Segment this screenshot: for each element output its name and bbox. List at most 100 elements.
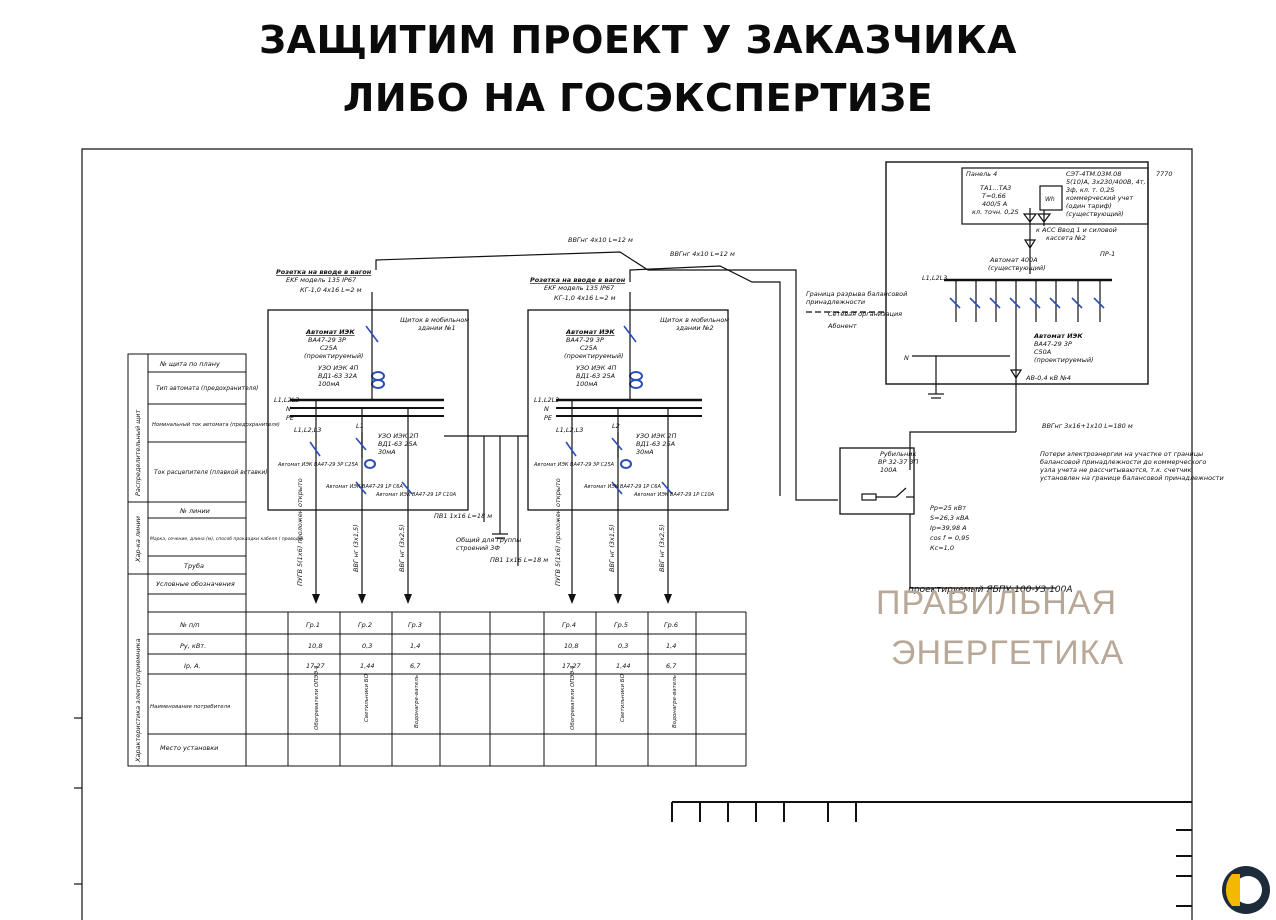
pr1-breakers (949, 280, 1105, 322)
schedule-table (127, 353, 747, 767)
group-3: Гр.3 (408, 621, 422, 629)
row-label-10: Ру, кВт. (180, 642, 206, 650)
cab2-title-2: здании №2 (676, 324, 714, 332)
cab2-title-1: Щиток в мобильном (660, 316, 729, 324)
name-1: Обогреватели ОПЭЭ-4 (314, 665, 320, 730)
py-4: 10,8 (564, 642, 578, 650)
row-label-13: Место установки (160, 744, 218, 752)
param-2: S=26,3 кВА (930, 514, 969, 522)
cab1-phase3: L1,L2,L3 (294, 426, 321, 434)
row-label-11: Iр, А. (184, 662, 201, 670)
org-2: Абонент (827, 322, 857, 330)
param-5: Кс=1,0 (930, 544, 954, 552)
ground-1: Общий для группы (456, 536, 521, 544)
cab1-avt-3: С25А (320, 344, 337, 352)
cab2-phase1: L2 (612, 422, 620, 430)
cab2-socket-1: Розетка на вводе в вагон (530, 276, 626, 284)
cab1-br-2: Автомат ИЭК ВА47-29 1Р С6А (325, 484, 403, 490)
cab2-phase3: L1,L2,L3 (556, 426, 583, 434)
headline-line-2: ЛИБО НА ГОСЭКСПЕРТИЗЕ (342, 76, 934, 120)
row-label-7: Труба (184, 562, 204, 570)
headline-line-1: ЗАЩИТИМ ПРОЕКТ У ЗАКАЗЧИКА (259, 18, 1017, 62)
cable-c2: ВВГнг 4х10 L=12 м (670, 250, 735, 258)
cabinet-1-frame (267, 309, 469, 511)
panel-4-asc1: к АСС Ввод 1 и силовой (1036, 226, 1117, 234)
cab1-phase1: L1 (356, 422, 364, 430)
loss-note-4: установлен на границе балансовой принадл… (1039, 474, 1224, 482)
boundary-2: принадлежности (806, 298, 865, 306)
cab1-out-2: ВВГ нг (3х1,5) (352, 524, 360, 572)
table-side-3: Характеристика электроприемника (134, 638, 142, 763)
py-5: 0,3 (618, 642, 628, 650)
py-1: 10,8 (308, 642, 322, 650)
cab2-uzo-2: ВД1-63 25А (576, 372, 615, 380)
cab1-avt-4: (проектируемый) (304, 352, 364, 360)
cab2-n: N (544, 405, 549, 413)
cab2-avt-1: Автомат ИЭК (565, 328, 615, 336)
cab1-socket-1: Розетка на вводе в вагон (276, 268, 372, 276)
pr1-avt-5: С50А (1034, 348, 1051, 356)
cab1-title-2: здании №1 (418, 324, 456, 332)
panel-4-meter5: (один тариф) (1066, 202, 1112, 210)
param-3: Iр=39,98 А (930, 524, 967, 532)
py-2: 0,3 (362, 642, 372, 650)
row-label-8: Условные обозначения (156, 580, 235, 588)
yabpu-label: проектируемый ЯБПУ-100-УЗ-100А (908, 585, 1073, 595)
cab2-br-2: Автомат ИЭК ВА47-29 1Р С6А (583, 484, 661, 490)
cab1-uzo-4: УЗО ИЭК 2П (378, 432, 419, 440)
name-3: Водонагре-ватель (414, 675, 420, 728)
cab2-avt-2: ВА47-29 3Р (566, 336, 604, 344)
cab1-pe: PE (286, 414, 295, 422)
name-6: Водонагре-ватель (672, 675, 678, 728)
cab2-avt-3: С25А (580, 344, 597, 352)
cab1-out-1: ПУГВ 5(1х6) проложен открыто (296, 478, 304, 586)
cabinet-2-frame (527, 309, 729, 511)
cab1-uzo-2: ВД1-63 32А (318, 372, 357, 380)
panel-4-tt: ТА1...ТА3 (980, 184, 1011, 192)
panel-4-meter1: СЭТ-4ТМ.03М.08 (1066, 170, 1121, 178)
ip-5: 1,44 (616, 662, 630, 670)
name-5: Светильники БО (620, 673, 626, 722)
panel-4-meter6: (существующий) (1066, 210, 1124, 218)
cab2-br-1: Автомат ИЭК ВА47-29 3Р С25А (533, 462, 615, 468)
panel-4-asc2: кассета №2 (1046, 234, 1086, 242)
watermark-line-1: ПРАВИЛЬНАЯ (876, 584, 1118, 622)
panel-4-tt4: кл. точн. 0,2S (972, 208, 1019, 216)
name-2: Светильники БО (364, 673, 370, 722)
group-6: Гр.6 (664, 621, 678, 629)
panel-4-tt3: 400/5 А (982, 200, 1007, 208)
group-4: Гр.4 (562, 621, 576, 629)
ip-2: 1,44 (360, 662, 374, 670)
ip-3: 6,7 (410, 662, 421, 670)
cab1-uzo-6: 30мА (378, 448, 396, 456)
param-4: cos f = 0,95 (930, 534, 969, 542)
switch-r1: Рубильник (880, 450, 916, 458)
table-side-2: Хар-ка линии (134, 516, 142, 563)
drawing-frame (81, 148, 1193, 920)
cab2-out-1: ПУГВ 5(1х6) проложен открыто (554, 478, 562, 586)
cab1-br-1: Автомат ИЭК ВА47-29 3Р С25А (277, 462, 359, 468)
panel-4-frame (885, 161, 1149, 385)
group-2: Гр.2 (358, 621, 372, 629)
cab1-avt-2: ВА47-29 3Р (308, 336, 346, 344)
py-6: 1,4 (666, 642, 676, 650)
cab1-title-1: Щиток в мобильном (400, 316, 469, 324)
row-label-9: № п/п (179, 621, 200, 629)
cab2-cable: КГ-1,0 4х16 L=2 м (554, 294, 616, 302)
cab1-socket-2: EKF модель 135 IP67 (286, 276, 357, 284)
cab1-uzo-1: УЗО ИЭК 4П (318, 364, 359, 372)
ip-4: 17,27 (562, 662, 581, 670)
cab1-bus: L1,L2L3 (274, 396, 299, 404)
cab2-uzo-5: ВД1-63 25А (636, 440, 675, 448)
group-1: Гр.1 (306, 621, 320, 629)
pr1-cable: АВ-0,4 кВ №4 (1025, 374, 1071, 382)
pr1-avt-3: Автомат ИЭК (1033, 332, 1083, 340)
cab2-uzo-4: УЗО ИЭК 2П (636, 432, 677, 440)
switch-r3: 100А (880, 466, 897, 474)
watermark-line-2: ЭНЕРГЕТИКА (891, 634, 1125, 672)
loss-note-1: Потери электроэнергии на участке от гран… (1040, 450, 1203, 458)
org-1: Сетевая организация (828, 310, 902, 318)
cab2-bus: L1,L2L3 (534, 396, 559, 404)
boundary-1: Граница разрыва балансовой (806, 290, 907, 298)
